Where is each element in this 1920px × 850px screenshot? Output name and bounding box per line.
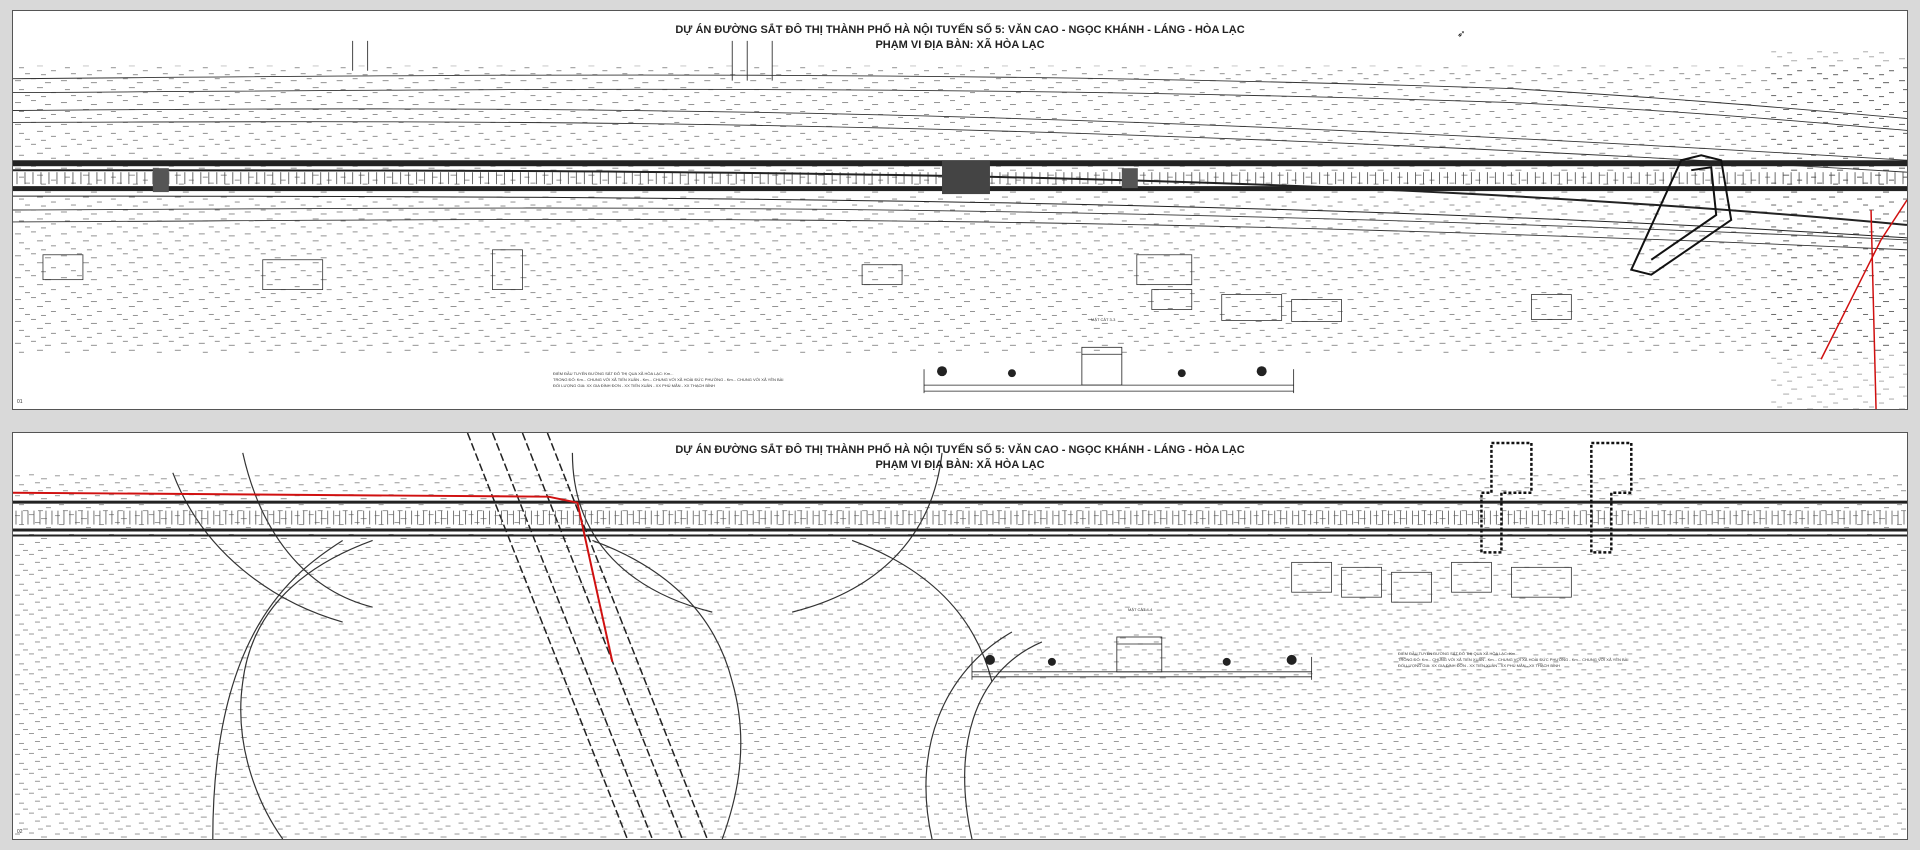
note-line: TRONG ĐÓ: Km... CHUNG VỚI XÃ TIẾN XUÂN -… <box>553 377 784 382</box>
note-line: TRONG ĐÓ: Km... CHUNG VỚI XÃ TIẾN XUÂN -… <box>1398 657 1629 662</box>
site-plan-drawing <box>13 433 1907 839</box>
sheet-number: 02 <box>17 829 23 835</box>
north-arrow-icon: ➶ <box>1457 29 1466 40</box>
scope-subtitle: PHẠM VI ĐỊA BÀN: XÃ HÒA LẠC <box>875 39 1045 51</box>
site-plan-drawing <box>13 40 1907 409</box>
section-label: MẶT CẮT 4-4 <box>1128 607 1153 612</box>
note-line: ĐIỂM ĐẦU TUYẾN ĐƯỜNG SẮT ĐÔ THỊ QUA XÃ H… <box>1398 651 1519 656</box>
drawing-sheet-2: DỰ ÁN ĐƯỜNG SẮT ĐÔ THỊ THÀNH PHỐ HÀ NỘI … <box>12 432 1908 840</box>
section-label: MẶT CẮT 3-3 <box>1091 317 1116 322</box>
note-line: ĐIỂM ĐẦU TUYẾN ĐƯỜNG SẮT ĐÔ THỊ QUA XÃ H… <box>553 371 674 376</box>
project-title: DỰ ÁN ĐƯỜNG SẮT ĐÔ THỊ THÀNH PHỐ HÀ NỘI … <box>675 444 1245 456</box>
sheet-title: DỰ ÁN ĐƯỜNG SẮT ĐÔ THỊ THÀNH PHỐ HÀ NỘI … <box>13 443 1907 473</box>
scope-subtitle: PHẠM VI ĐỊA BÀN: XÃ HÒA LẠC <box>875 459 1045 471</box>
drawing-sheet-1: DỰ ÁN ĐƯỜNG SẮT ĐÔ THỊ THÀNH PHỐ HÀ NỘI … <box>12 10 1908 410</box>
route-notes: ĐIỂM ĐẦU TUYẾN ĐƯỜNG SẮT ĐÔ THỊ QUA XÃ H… <box>553 371 783 389</box>
route-notes: ĐIỂM ĐẦU TUYẾN ĐƯỜNG SẮT ĐÔ THỊ QUA XÃ H… <box>1398 651 1628 669</box>
sheet-title: DỰ ÁN ĐƯỜNG SẮT ĐÔ THỊ THÀNH PHỐ HÀ NỘI … <box>13 23 1907 53</box>
sheet-number: 01 <box>17 399 23 405</box>
note-line: ĐỐI LƯỢNG GIA: XX GIA ĐÌNH ĐƠN - XX TIẾN… <box>1398 663 1560 668</box>
project-title: DỰ ÁN ĐƯỜNG SẮT ĐÔ THỊ THÀNH PHỐ HÀ NỘI … <box>675 24 1245 36</box>
note-line: ĐỐI LƯỢNG GIA: XX GIA ĐÌNH ĐƠN - XX TIẾN… <box>553 383 715 388</box>
